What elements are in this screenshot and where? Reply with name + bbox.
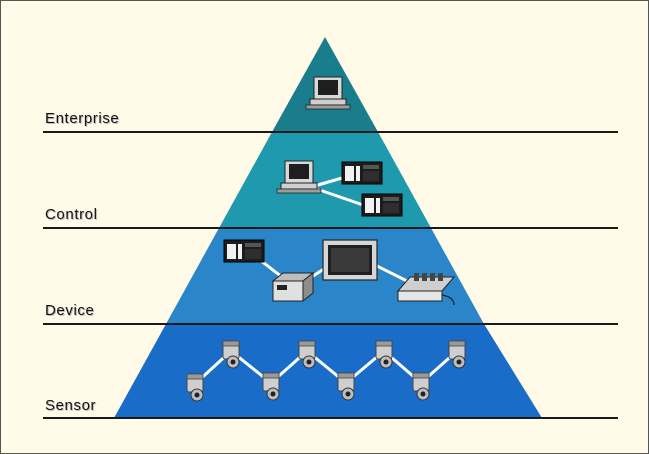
valve-manifold-icon	[396, 273, 456, 306]
level-label-enterprise: Enterprise	[45, 110, 120, 127]
level-dividers	[43, 131, 618, 419]
plc-icon	[223, 239, 265, 263]
plc-icon	[361, 193, 403, 217]
drive-icon	[271, 271, 315, 303]
level-label-device: Device	[45, 302, 95, 319]
level-label-control: Control	[45, 206, 98, 223]
plc-icon	[341, 161, 383, 185]
monitor-icon	[322, 239, 378, 281]
level-label-sensor: Sensor	[45, 397, 97, 414]
sensor-band	[114, 324, 542, 418]
